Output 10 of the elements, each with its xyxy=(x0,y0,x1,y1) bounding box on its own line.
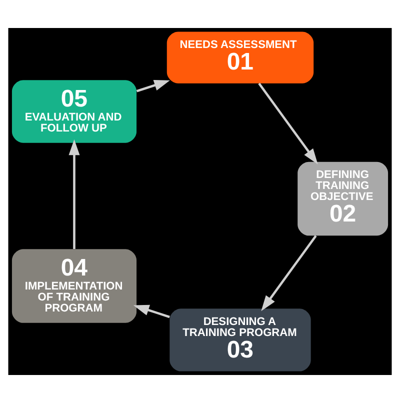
node-box: DESIGNING A TRAINING PROGRAM 03 xyxy=(170,308,311,372)
arrow xyxy=(136,80,170,92)
arrow xyxy=(258,82,318,164)
node-box: 04 IMPLEMENTATION OF TRAINING PROGRAM xyxy=(12,249,137,323)
node-box: DEFINING TRAINING OBJECTIVE 02 xyxy=(298,162,388,236)
arrow xyxy=(261,235,317,312)
node-box: NEEDS ASSESSMENT 01 xyxy=(166,32,314,84)
node-box: 05 EVALUATION AND FOLLOW UP xyxy=(12,80,137,143)
arrow xyxy=(133,304,170,318)
arrow xyxy=(68,139,80,249)
